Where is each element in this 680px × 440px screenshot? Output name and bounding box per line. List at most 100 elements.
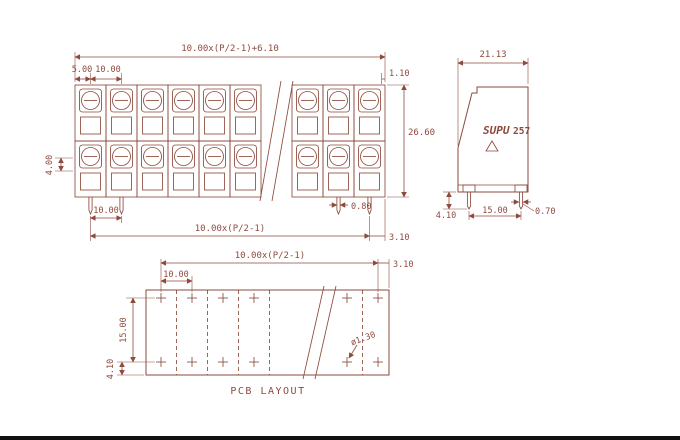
- pcb-board-outline: [145, 289, 390, 376]
- pin-boss: [462, 184, 476, 193]
- leader-line: [522, 203, 535, 212]
- screw-head: [112, 91, 131, 110]
- screw-head: [360, 91, 379, 110]
- front-pins: [88, 197, 372, 216]
- break-line: [271, 80, 294, 202]
- model-number: 257: [513, 126, 530, 137]
- wire-opening: [328, 116, 349, 135]
- screw-head: [329, 147, 348, 166]
- screw-cavity: [141, 144, 164, 169]
- dim-pin-length: 4.10: [436, 211, 456, 221]
- wire-opening: [297, 116, 318, 135]
- wire-opening: [111, 172, 132, 191]
- screw-head: [81, 147, 100, 166]
- logo-triangle-icon: [485, 140, 499, 152]
- screw-head: [112, 147, 131, 166]
- screw-cavity: [203, 144, 226, 169]
- dim-top-right: 1.10: [389, 69, 409, 79]
- screw-head: [298, 91, 317, 110]
- solder-pin: [518, 192, 524, 210]
- dim-pitch: 10.00: [95, 65, 121, 75]
- dim-edge-margin: 3.10: [393, 260, 413, 270]
- screw-head: [174, 91, 193, 110]
- solder-pin: [119, 197, 124, 216]
- wire-opening: [173, 116, 194, 135]
- wire-opening: [142, 172, 163, 191]
- screw-head: [236, 147, 255, 166]
- screw-cavity: [327, 144, 350, 169]
- dim-row-height: 4.00: [45, 155, 55, 175]
- wire-opening: [111, 116, 132, 135]
- screw-head: [298, 147, 317, 166]
- screw-head: [329, 91, 348, 110]
- wire-opening: [173, 172, 194, 191]
- wire-opening: [235, 172, 256, 191]
- dim-row-spacing: 15.00: [119, 317, 129, 343]
- window-bottom-edge: [0, 436, 680, 440]
- dim-pitch: 10.00: [163, 270, 189, 280]
- side-view: SUPU 257 21.13 4.10 15.00 0.70: [436, 50, 556, 221]
- screw-cavity: [296, 144, 319, 169]
- screw-cavity: [234, 144, 257, 169]
- screw-head: [205, 91, 224, 110]
- terminal-grid: [74, 84, 386, 198]
- leader-hole-diameter: [348, 344, 358, 359]
- wire-opening: [328, 172, 349, 191]
- housing-outline: [457, 86, 529, 193]
- solder-pin: [88, 197, 93, 216]
- screw-cavity: [79, 144, 102, 169]
- solder-pin: [367, 197, 372, 216]
- dim-hole-diameter: ø1.30: [350, 330, 377, 348]
- screw-cavity: [172, 88, 195, 113]
- screw-cavity: [327, 88, 350, 113]
- screw-cavity: [234, 88, 257, 113]
- dim-pin-width: 0.80: [351, 202, 371, 212]
- screw-head: [360, 147, 379, 166]
- screw-head: [81, 91, 100, 110]
- wire-opening: [204, 172, 225, 191]
- wire-opening: [204, 116, 225, 135]
- dim-bottom-width: 10.00x(P/2-1): [195, 224, 265, 234]
- break-line: [259, 80, 282, 202]
- solder-pin: [336, 197, 341, 216]
- dim-edge-offset: 5.00: [72, 65, 92, 75]
- dim-top-width: 10.00x(P/2-1): [235, 251, 305, 261]
- front-view: 10.00x(P/2-1)+6.10 5.00 10.00 1.10 26.60…: [45, 44, 435, 243]
- side-pins: [466, 192, 524, 210]
- screw-cavity: [110, 144, 133, 169]
- solder-pin: [466, 192, 472, 210]
- screw-cavity: [358, 88, 381, 113]
- break-line: [302, 285, 325, 380]
- dim-bottom-margin: 4.10: [106, 359, 116, 379]
- screw-head: [143, 91, 162, 110]
- dim-height: 26.60: [408, 128, 435, 138]
- wire-opening: [359, 116, 380, 135]
- wire-opening: [80, 172, 101, 191]
- dim-pin-pitch: 10.00: [93, 206, 119, 216]
- screw-head: [236, 91, 255, 110]
- pin-boss: [514, 184, 528, 193]
- screw-cavity: [203, 88, 226, 113]
- screw-head: [174, 147, 193, 166]
- pad-crosses: [156, 293, 383, 367]
- terminal-cell: [353, 140, 386, 198]
- wire-opening: [297, 172, 318, 191]
- wire-opening: [235, 116, 256, 135]
- screw-cavity: [79, 88, 102, 113]
- dim-pin-spacing: 15.00: [482, 206, 508, 216]
- brand-logo: SUPU: [483, 124, 510, 137]
- break-line: [314, 285, 337, 380]
- screw-head: [143, 147, 162, 166]
- screw-cavity: [141, 88, 164, 113]
- screw-cavity: [110, 88, 133, 113]
- dim-top-width: 10.00x(P/2-1)+6.10: [181, 44, 279, 54]
- screw-cavity: [296, 88, 319, 113]
- pcb-layout-label: PCB LAYOUT: [230, 386, 305, 397]
- screw-cavity: [172, 144, 195, 169]
- wire-opening: [80, 116, 101, 135]
- dim-pin-width: 0.70: [535, 207, 555, 217]
- dim-width: 21.13: [479, 50, 506, 60]
- terminal-cell: [229, 140, 262, 198]
